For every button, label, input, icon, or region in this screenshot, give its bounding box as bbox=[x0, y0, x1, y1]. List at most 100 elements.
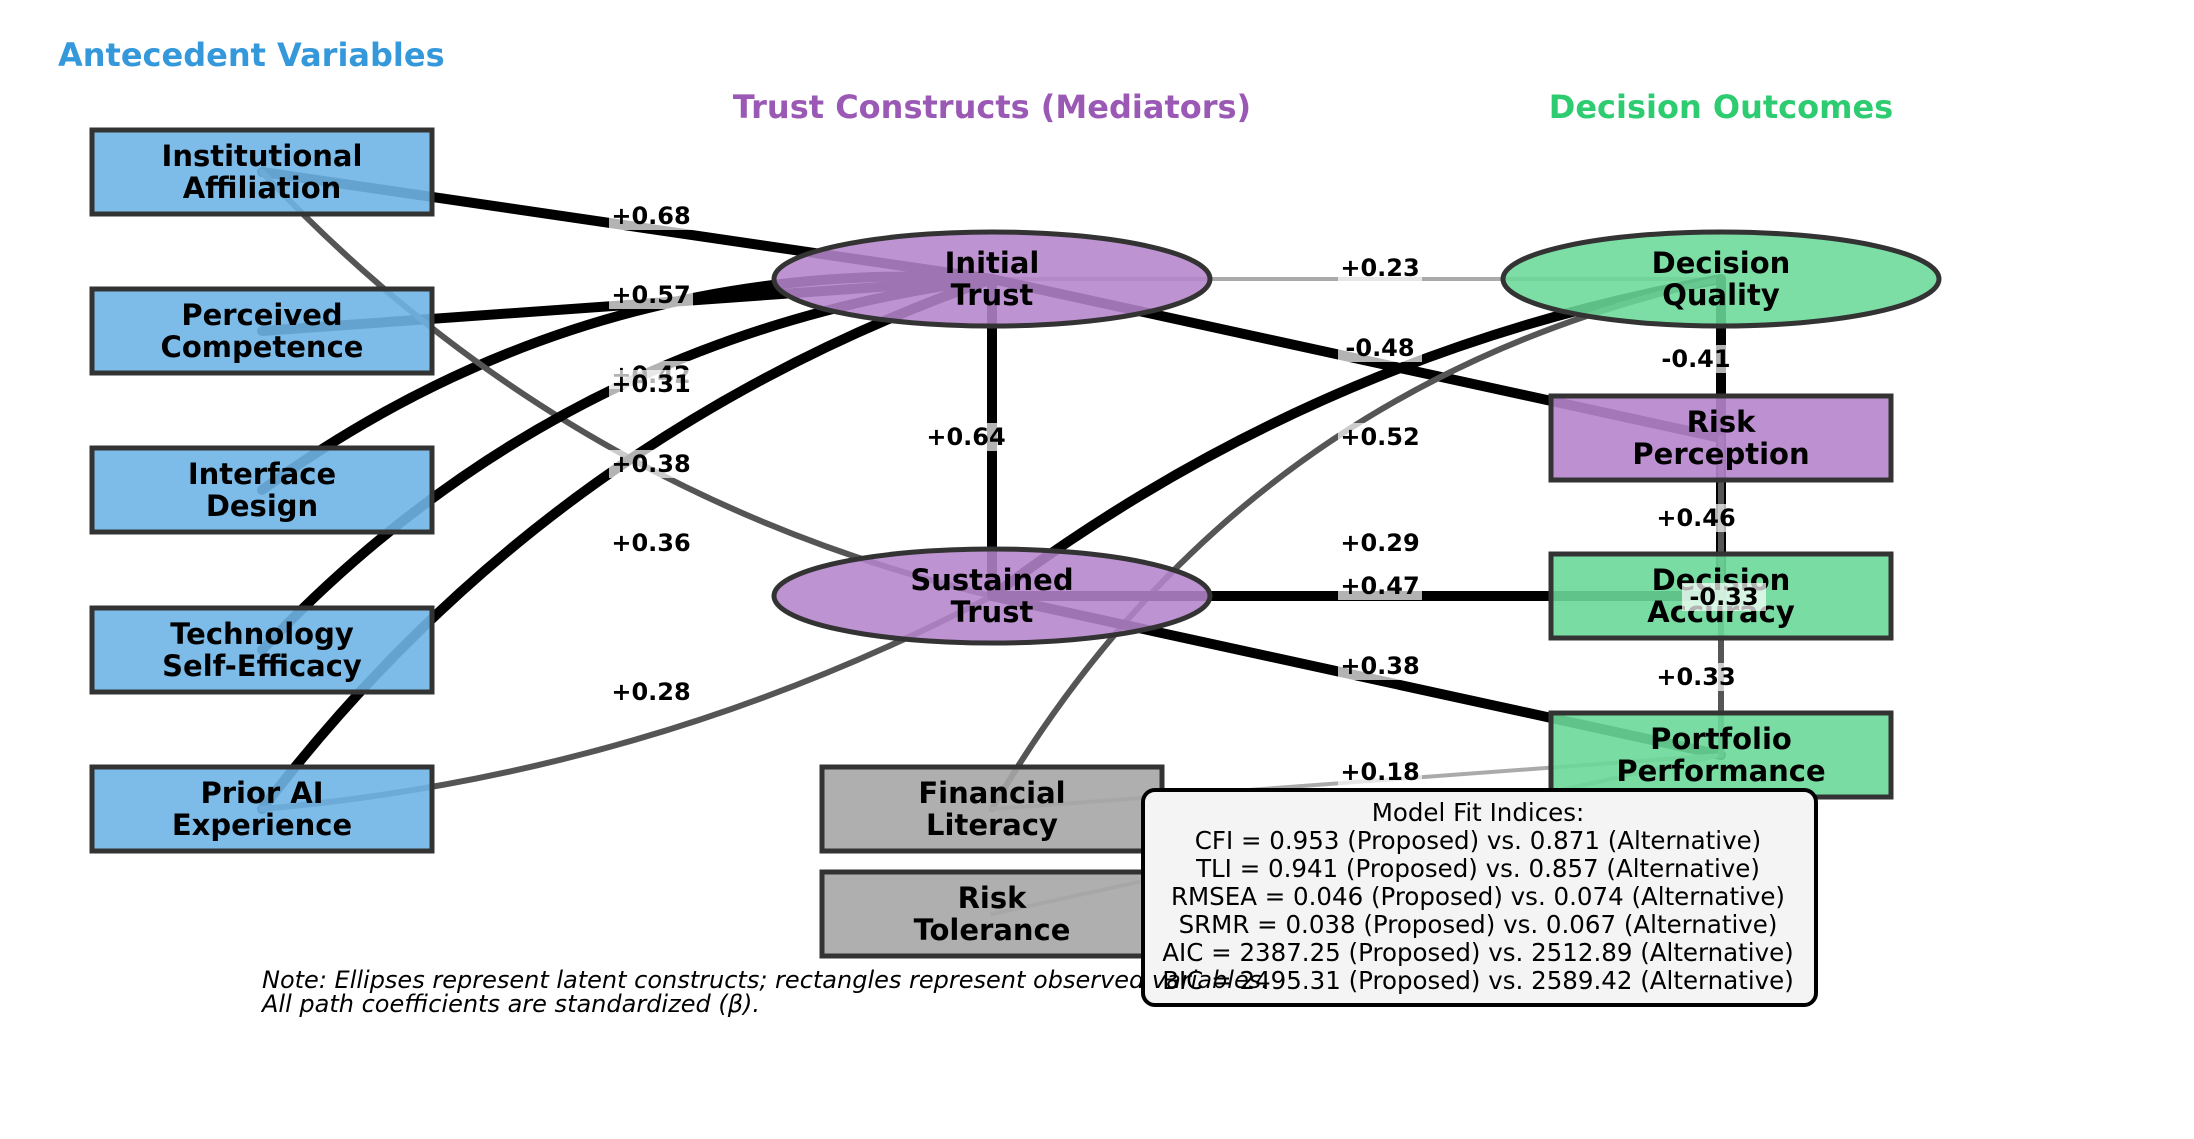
node-label: Perceived bbox=[181, 298, 342, 332]
coefficient-label: +0.52 bbox=[1338, 423, 1422, 451]
coefficient-label: +0.38 bbox=[609, 450, 693, 478]
model-fit-title: Model Fit Indices: bbox=[1372, 798, 1585, 827]
coefficient-label-bg bbox=[924, 423, 1008, 451]
node-label: Tolerance bbox=[914, 913, 1071, 947]
coefficient-label: +0.33 bbox=[1654, 663, 1738, 691]
node-label: Self-Efficacy bbox=[162, 649, 362, 683]
model-fit-line: SRMR = 0.038 (Proposed) vs. 0.067 (Alter… bbox=[1179, 910, 1778, 939]
node-label: Affiliation bbox=[183, 171, 342, 205]
coefficient-value: +0.64 bbox=[926, 423, 1005, 451]
node-box bbox=[89, 605, 435, 695]
coefficient-label-bg bbox=[1338, 652, 1422, 680]
coefficient-value: +0.47 bbox=[1340, 572, 1419, 600]
coefficient-value: +0.68 bbox=[611, 202, 690, 230]
coefficient-label: +0.57 bbox=[609, 281, 693, 309]
coefficient-label: +0.31 bbox=[609, 370, 693, 398]
node-box bbox=[819, 869, 1165, 959]
node-label: Perception bbox=[1632, 437, 1809, 471]
note-line-1: Note: Ellipses represent latent construc… bbox=[262, 966, 1269, 994]
coefficient-value: +0.23 bbox=[1340, 254, 1419, 282]
coefficient-label-bg bbox=[1338, 423, 1422, 451]
node-box bbox=[89, 445, 435, 535]
node-label: Risk bbox=[1687, 405, 1757, 439]
coefficient-label-bg bbox=[609, 678, 693, 706]
node-box bbox=[1548, 551, 1894, 641]
coefficient-value: +0.28 bbox=[611, 678, 690, 706]
coefficient-value: +0.57 bbox=[611, 281, 690, 309]
node-label: Experience bbox=[172, 808, 352, 842]
node-box bbox=[1548, 710, 1894, 800]
model-fit-line: AIC = 2387.25 (Proposed) vs. 2512.89 (Al… bbox=[1162, 938, 1793, 967]
node-label: Prior AI bbox=[200, 776, 323, 810]
node-box bbox=[1548, 393, 1894, 483]
node-ellipse bbox=[1500, 229, 1942, 329]
heading-outcomes: Decision Outcomes bbox=[1549, 88, 1893, 126]
coefficient-label: -0.33 bbox=[1682, 583, 1766, 611]
path-prior-ai-experience-to-initial-trust bbox=[257, 274, 997, 814]
node-label: Trust bbox=[951, 278, 1034, 312]
node-label: Design bbox=[206, 489, 318, 523]
node-ellipse bbox=[771, 229, 1213, 329]
coefficient-label: +0.23 bbox=[1338, 254, 1422, 282]
model-fit-box-frame bbox=[1141, 788, 1818, 1007]
node-label: Initial bbox=[945, 246, 1040, 280]
coefficient-label-bg bbox=[609, 202, 693, 230]
coefficient-value: -0.41 bbox=[1661, 345, 1730, 373]
coefficient-label-bg bbox=[1338, 758, 1422, 786]
model-fit-line: RMSEA = 0.046 (Proposed) vs. 0.074 (Alte… bbox=[1171, 882, 1785, 911]
coefficient-value: +0.33 bbox=[1656, 663, 1735, 691]
coefficient-label-bg bbox=[609, 529, 693, 557]
node-label: Risk bbox=[958, 881, 1028, 915]
model-fit-line: CFI = 0.953 (Proposed) vs. 0.871 (Altern… bbox=[1195, 826, 1761, 855]
node-box bbox=[89, 286, 435, 376]
node-label: Portfolio bbox=[1650, 722, 1792, 756]
coefficient-label: +0.18 bbox=[1338, 758, 1422, 786]
coefficient-value: +0.46 bbox=[1656, 504, 1735, 532]
coefficient-label: +0.36 bbox=[609, 529, 693, 557]
coefficient-label-bg bbox=[1338, 334, 1422, 362]
coefficient-label: +0.47 bbox=[1338, 572, 1422, 600]
coefficient-value: +0.36 bbox=[611, 529, 690, 557]
node-box bbox=[819, 764, 1165, 854]
node-label: Technology bbox=[170, 617, 354, 651]
coefficient-label: -0.48 bbox=[1338, 334, 1422, 362]
node-label: Decision bbox=[1652, 246, 1791, 280]
coefficient-value: +0.31 bbox=[611, 370, 690, 398]
coefficient-label: +0.68 bbox=[609, 202, 693, 230]
node-label: Sustained bbox=[910, 563, 1073, 597]
coefficient-label-bg bbox=[1338, 572, 1422, 600]
model-fit-line: BIC = 2495.31 (Proposed) vs. 2589.42 (Al… bbox=[1162, 966, 1794, 995]
coefficient-label: -0.41 bbox=[1654, 345, 1738, 373]
node-label: Competence bbox=[161, 330, 364, 364]
coefficient-label-bg bbox=[1338, 529, 1422, 557]
heading-antecedent: Antecedent Variables bbox=[58, 36, 445, 74]
coefficient-value: +0.29 bbox=[1340, 529, 1419, 557]
node-box bbox=[89, 764, 435, 854]
model-fit-box: Model Fit Indices: CFI = 0.953 (Proposed… bbox=[1141, 788, 1818, 1007]
node-ellipse bbox=[771, 546, 1213, 646]
note-line-2: All path coefficients are standardized (… bbox=[260, 990, 760, 1018]
node-label: Literacy bbox=[926, 808, 1058, 842]
node-label: Trust bbox=[951, 595, 1034, 629]
node-label: Performance bbox=[1616, 754, 1825, 788]
node-label: Quality bbox=[1662, 278, 1780, 312]
coefficient-label: +0.28 bbox=[609, 678, 693, 706]
coefficient-label-bg bbox=[609, 370, 693, 398]
coefficient-value: -0.33 bbox=[1689, 583, 1758, 611]
node-label: Financial bbox=[918, 776, 1065, 810]
coefficient-label: +0.64 bbox=[924, 423, 1008, 451]
node-box bbox=[89, 127, 435, 217]
coefficient-label-bg bbox=[1654, 504, 1738, 532]
